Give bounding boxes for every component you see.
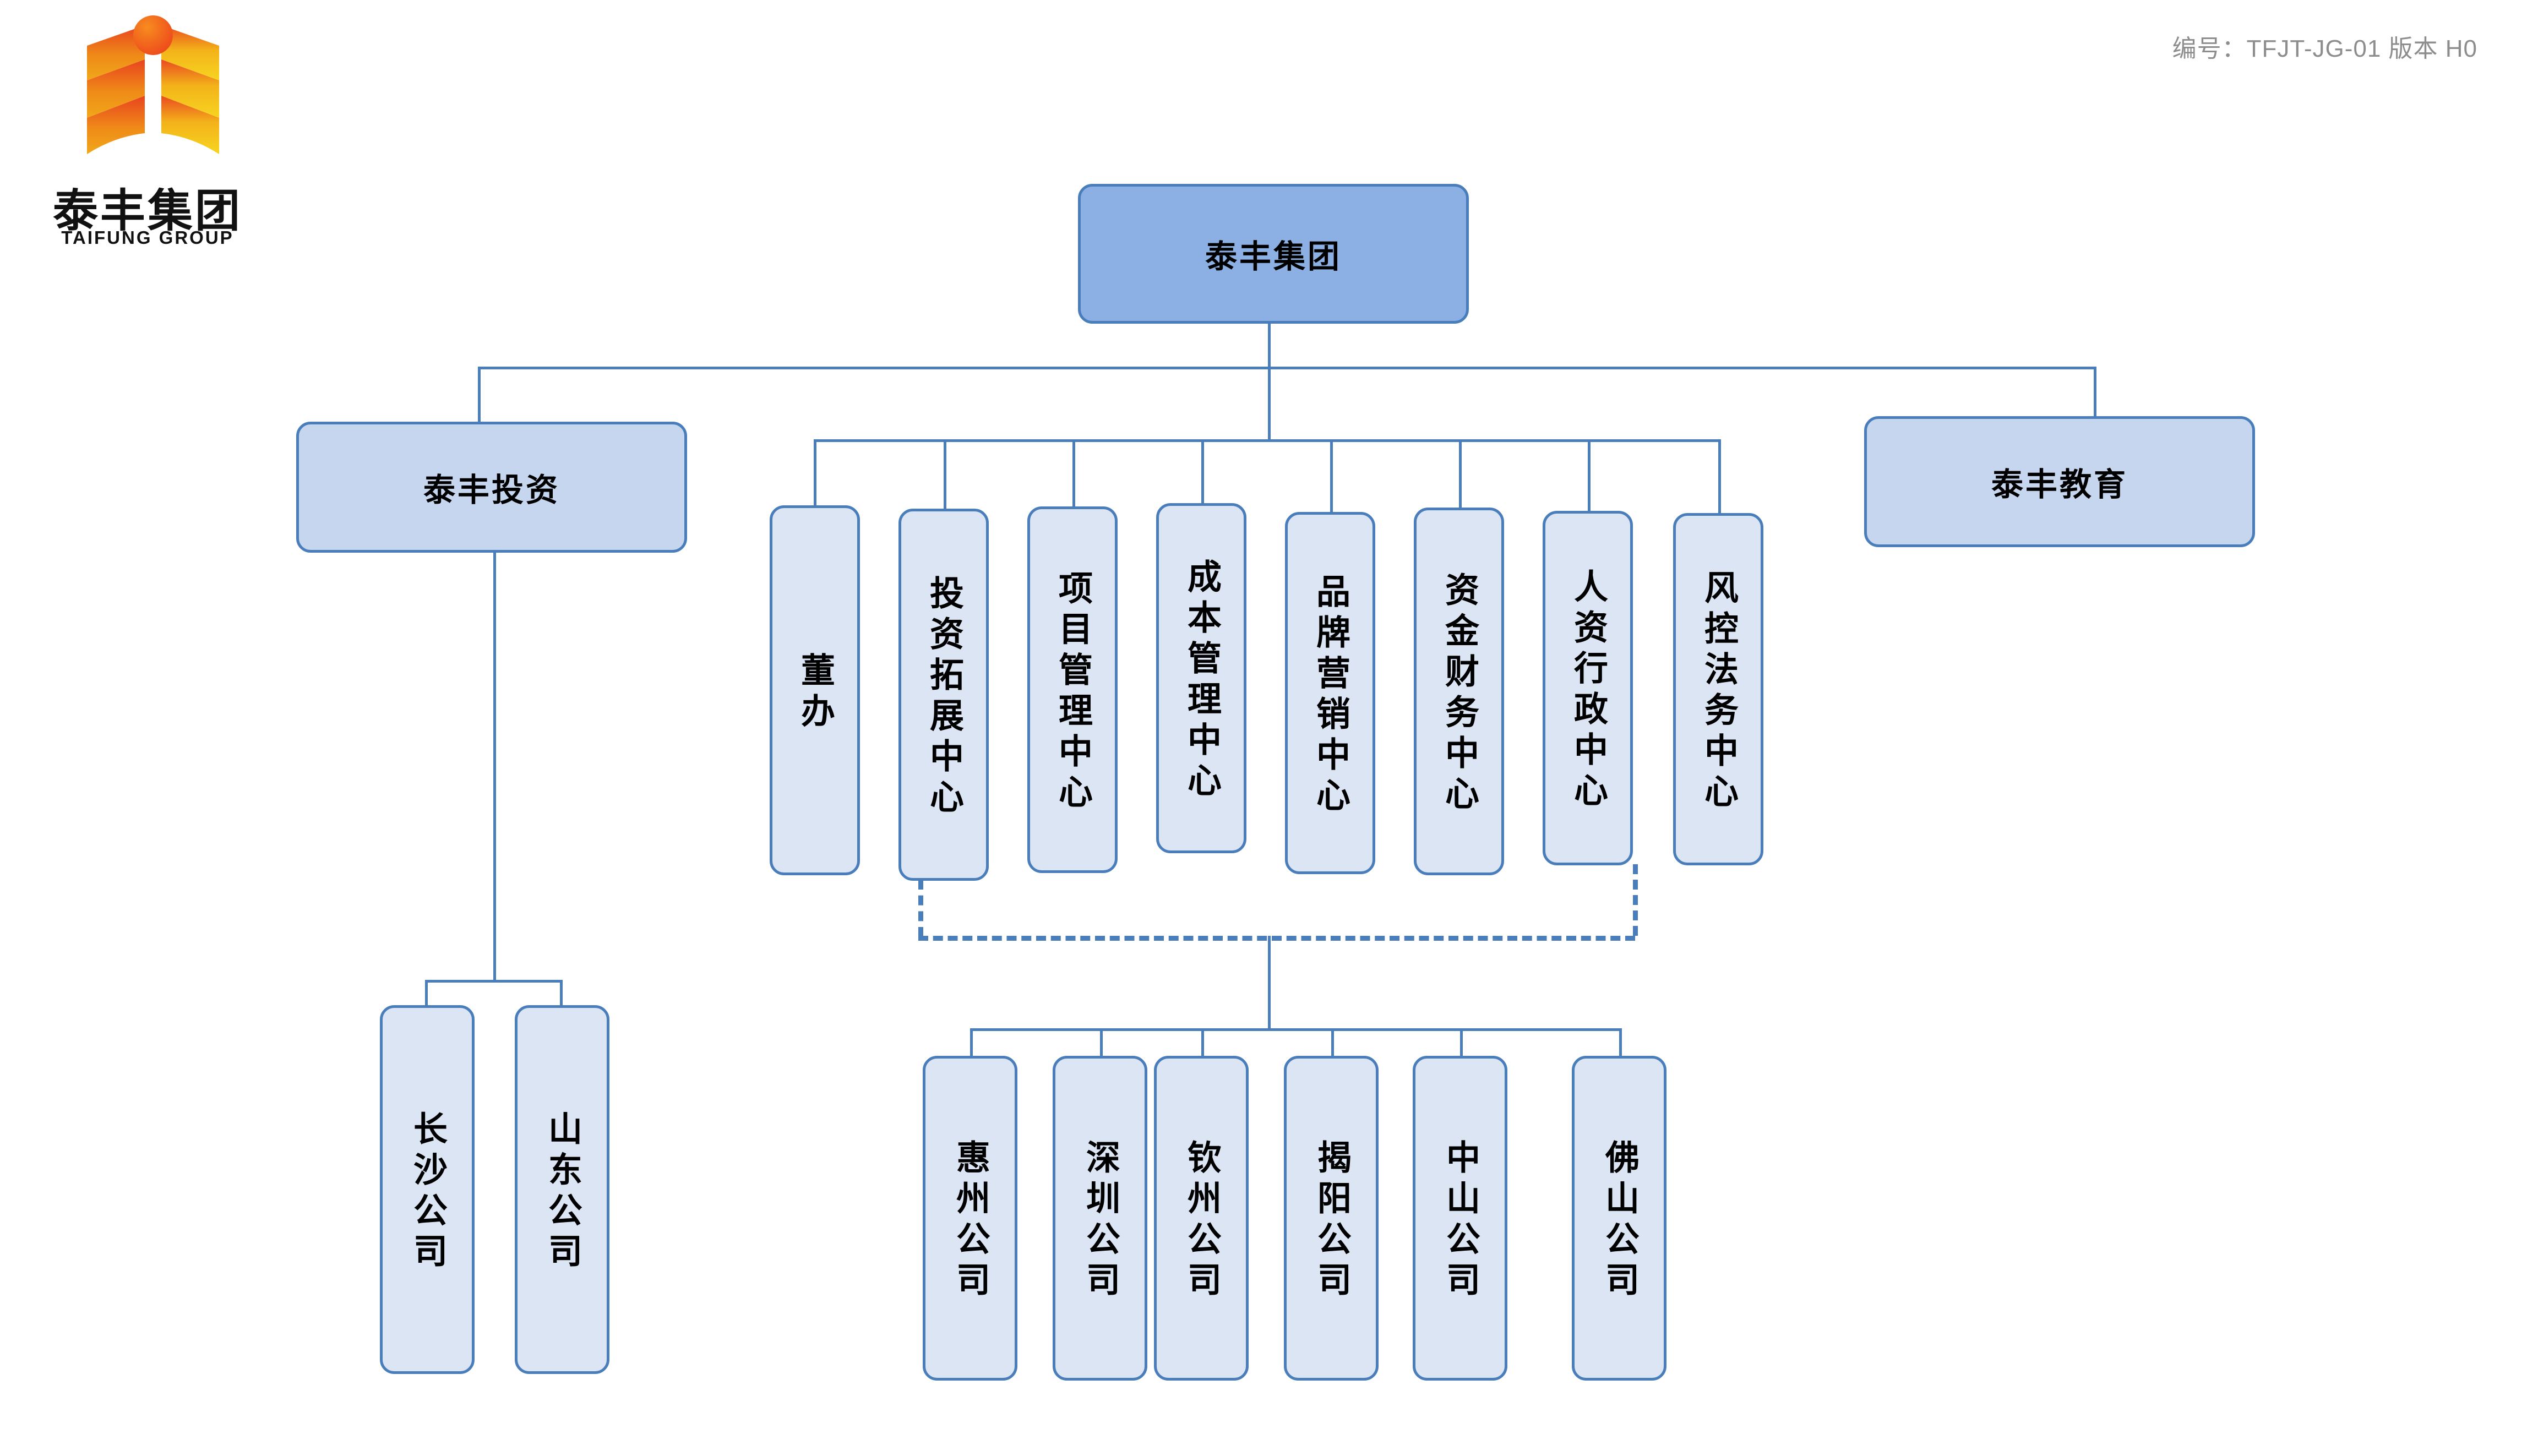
document-code-label: 编号：TFJT-JG-01 版本 H0 [2172,35,2477,62]
connector-matrix-down [1268,936,1271,1030]
connector-root-down [1268,324,1271,369]
node-root-taifung-group[interactable]: 泰丰集团 [1078,184,1469,324]
node-dept-dongban[interactable]: 董办 [770,505,860,875]
connector-dept8-drop [1718,439,1721,514]
node-dept-fund-finance-center[interactable]: 资金财务中心 [1414,508,1504,875]
node-company-huizhou[interactable]: 惠州公司 [923,1056,1017,1381]
connector-to-invest [478,367,481,424]
connector-co3-drop [970,1028,973,1057]
logo-name-cn: 泰丰集团 [52,185,242,237]
connector-co4-drop [1100,1028,1103,1057]
company-logo: 泰丰集团 TAIFUNG GROUP [37,15,258,258]
node-company-jieyang[interactable]: 揭阳公司 [1284,1056,1379,1381]
node-company-zhongshan[interactable]: 中山公司 [1413,1056,1507,1381]
connector-matrix-left-vertical [918,880,923,937]
connector-co1-drop [425,980,428,1006]
wheat-book-logo-icon [70,15,236,175]
connector-root-to-dept-bus [1268,367,1271,441]
connector-co7-drop [1460,1028,1463,1057]
connector-dept2-drop [944,439,946,510]
connector-matrix-dashed-bus [918,936,1635,941]
connector-dept-bus [814,439,1721,442]
connector-invest-bus [425,980,563,983]
connector-dept4-drop [1201,439,1204,504]
connector-co8-drop [1619,1028,1622,1057]
node-dept-brand-marketing-center[interactable]: 品牌营销中心 [1285,512,1375,874]
node-dept-cost-management-center[interactable]: 成本管理中心 [1156,503,1246,853]
node-dept-risk-legal-center[interactable]: 风控法务中心 [1673,513,1763,865]
node-taifung-education[interactable]: 泰丰教育 [1864,416,2255,547]
node-company-shenzhen[interactable]: 深圳公司 [1053,1056,1147,1381]
connector-dept6-drop [1459,439,1462,509]
node-dept-hr-administration-center[interactable]: 人资行政中心 [1543,511,1633,865]
node-taifung-investment[interactable]: 泰丰投资 [296,422,687,553]
connector-level1-bus [478,367,2096,369]
connector-dept7-drop [1588,439,1591,511]
connector-co6-drop [1331,1028,1334,1057]
connector-dept5-drop [1330,439,1333,513]
node-dept-project-management-center[interactable]: 项目管理中心 [1027,506,1118,873]
connector-dept1-drop [814,439,816,506]
node-company-foshan[interactable]: 佛山公司 [1572,1056,1666,1381]
connector-co2-drop [560,980,563,1006]
logo-name-en: TAIFUNG GROUP [61,227,234,248]
connector-co5-drop [1201,1028,1204,1057]
node-dept-investment-expansion-center[interactable]: 投资拓展中心 [898,509,989,881]
node-company-shandong[interactable]: 山东公司 [515,1005,609,1374]
connector-matrix-right-vertical [1633,864,1638,936]
connector-dept3-drop [1072,439,1075,508]
node-company-changsha[interactable]: 长沙公司 [380,1005,475,1374]
connector-invest-down [493,552,496,981]
node-company-qinzhou[interactable]: 钦州公司 [1154,1056,1249,1381]
connector-to-education [2094,367,2096,417]
connector-company-bus [970,1028,1622,1031]
